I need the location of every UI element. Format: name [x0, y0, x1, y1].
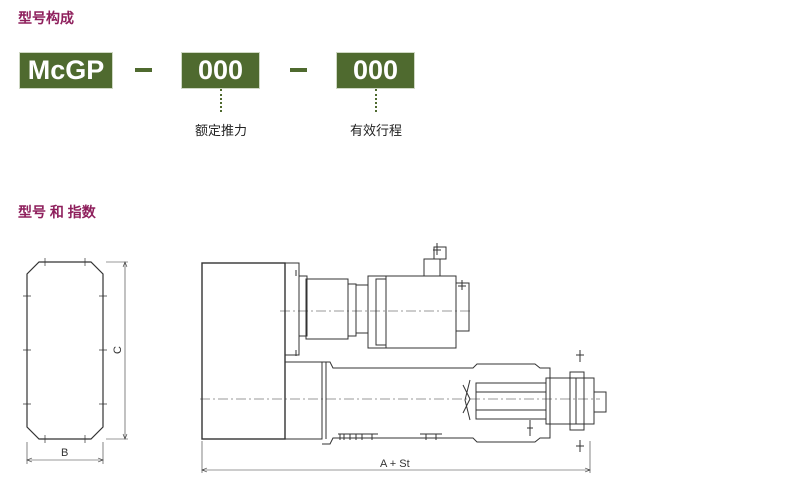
stroke-label: 有效行程 [349, 123, 402, 138]
leader-line [220, 89, 222, 112]
separator-dash [135, 68, 152, 72]
end-view [23, 258, 128, 464]
section-title-model-composition: 型号构成 [18, 10, 74, 26]
stroke-code-box: 000 [336, 52, 415, 89]
separator-dash [290, 68, 307, 72]
section-title-model-dimensions: 型号 和 指数 [18, 204, 96, 220]
dim-length-label: A + St [380, 458, 410, 470]
dim-c-label: C [112, 346, 124, 354]
dim-b-label: B [61, 447, 68, 459]
thrust-code-box: 000 [181, 52, 260, 89]
model-prefix-box: McGP [19, 52, 113, 89]
side-view [201, 243, 607, 452]
thrust-label: 额定推力 [194, 123, 247, 138]
leader-line [375, 89, 377, 112]
